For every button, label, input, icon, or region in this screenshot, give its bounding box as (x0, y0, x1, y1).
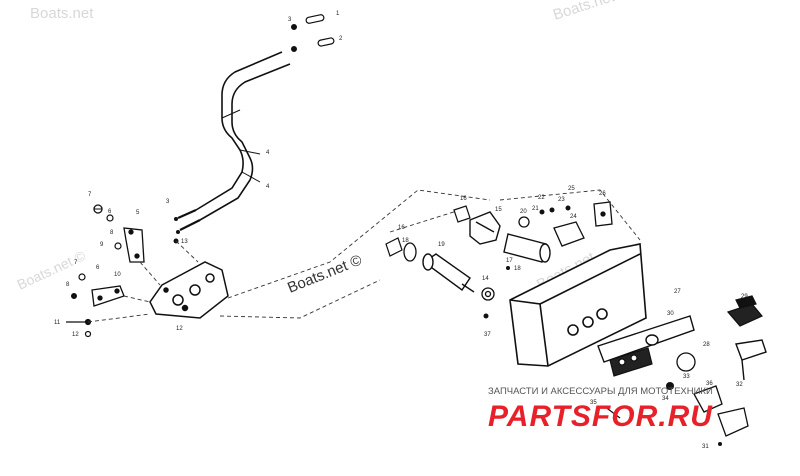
callout-9: 9 (100, 242, 104, 248)
callout-3b: 3 (166, 199, 170, 205)
lever-36 (693, 385, 723, 413)
keypad-29 (609, 347, 653, 377)
bracket-10 (91, 285, 125, 307)
cable-end-upper (174, 217, 178, 221)
bushing-18 (481, 287, 495, 301)
control-box-27 (509, 243, 647, 367)
o-ring-19 (403, 242, 417, 262)
handle-28 (735, 339, 767, 381)
callout-10: 10 (114, 272, 121, 278)
fitting-1 (291, 14, 325, 30)
screw-25 (565, 205, 571, 211)
clip-14 (453, 205, 471, 223)
callout-23: 23 (558, 197, 565, 203)
callout-16b: 16 (398, 225, 405, 231)
callout-29: 29 (741, 294, 748, 300)
pin-9 (114, 242, 122, 250)
pin-35 (603, 405, 621, 419)
callout-8a: 8 (110, 230, 114, 236)
watermark-top-right: Boats.net (551, 0, 617, 24)
bolt-34 (666, 382, 674, 390)
bolt-7 (93, 204, 103, 214)
callout-33: 33 (683, 374, 690, 380)
callout-6a: 6 (108, 209, 112, 215)
callout-2: 2 (339, 36, 343, 42)
control-cables (177, 51, 291, 231)
nut-6 (71, 293, 77, 299)
callout-22: 22 (538, 195, 545, 201)
callout-13: 13 (181, 239, 188, 245)
callout-5: 5 (136, 210, 140, 216)
callout-31: 31 (702, 444, 709, 450)
grommet-37 (483, 313, 489, 319)
callout-7b: 7 (74, 260, 78, 266)
callout-12a: 12 (72, 332, 79, 338)
callout-30: 30 (667, 311, 674, 317)
grip-cover-29 (726, 295, 763, 327)
callout-1: 1 (336, 11, 340, 17)
callout-20: 20 (520, 209, 527, 215)
callout-18a: 18 (514, 266, 521, 272)
fitting-2 (291, 37, 335, 52)
watermark-mid-left: Boats.net © (15, 247, 89, 293)
washer-8 (106, 214, 114, 222)
assembly-guide-lines (87, 189, 641, 323)
callout-17: 17 (506, 258, 513, 264)
screw-31 (718, 442, 722, 446)
gear-15 (469, 211, 501, 245)
callout-36: 36 (706, 381, 713, 387)
shaft-16 (422, 253, 475, 293)
callout-16a: 16 (460, 196, 467, 202)
callout-19: 19 (438, 242, 445, 248)
callout-37: 37 (484, 332, 491, 338)
cover-plate-30 (597, 315, 695, 363)
pin-18b (506, 266, 510, 270)
callout-24: 24 (570, 214, 577, 220)
callout-27: 27 (674, 289, 681, 295)
callout-3: 3 (288, 17, 292, 23)
control-housing-12 (149, 261, 229, 319)
spring-clip-16 (385, 237, 403, 257)
callout-25: 25 (568, 186, 575, 192)
callout-4b: 4 (266, 184, 270, 190)
callout-28: 28 (703, 342, 710, 348)
callout-7a: 7 (88, 192, 92, 198)
screw-11 (66, 318, 92, 326)
seal-33 (676, 352, 696, 372)
cable-end-lower (176, 230, 180, 234)
switch-24 (553, 221, 585, 247)
lever-arm-5 (123, 227, 145, 263)
knob-31 (717, 407, 749, 437)
callout-4a: 4 (266, 150, 270, 156)
watermark-top-left: Boats.net (30, 5, 94, 22)
callout-11: 11 (54, 320, 61, 326)
callout-35: 35 (590, 400, 597, 406)
callout-15: 15 (495, 207, 502, 213)
callout-21: 21 (532, 206, 539, 212)
callout-labels: 1 2 3 4 4 3 5 6 6 7 7 8 8 9 10 11 12 12 … (54, 11, 748, 450)
callout-18b: 18 (402, 238, 409, 244)
callout-8b: 8 (66, 282, 70, 288)
callout-32: 32 (736, 382, 743, 388)
collar-20 (518, 216, 530, 228)
callout-12b: 12 (176, 326, 183, 332)
promo-caption: ЗАПЧАСТИ И АКСЕССУАРЫ ДЛЯ МОТОТЕХНИКИ (488, 386, 713, 397)
bolt-7b (78, 273, 86, 281)
callout-34: 34 (662, 396, 669, 402)
callout-14: 14 (482, 276, 489, 282)
nut-22 (549, 207, 555, 213)
callout-6b: 6 (96, 265, 100, 271)
bracket-26 (593, 201, 613, 227)
throttle-shaft-17 (503, 233, 551, 263)
promo-brand[interactable]: PARTSFOR.RU (488, 400, 713, 433)
screw-21 (539, 209, 545, 215)
callout-26: 26 (599, 191, 606, 197)
washer-12 (84, 330, 92, 338)
